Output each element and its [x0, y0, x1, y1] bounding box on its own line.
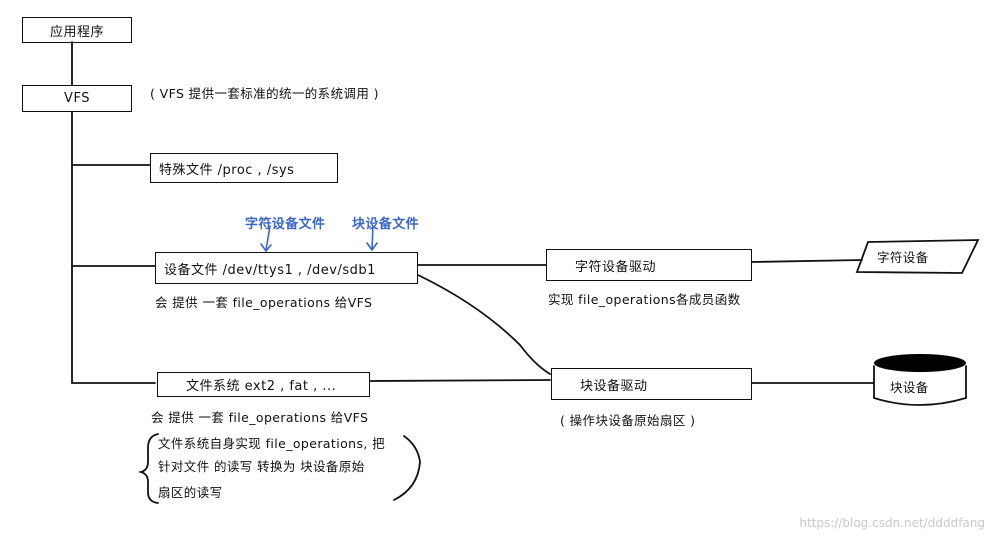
vfs-label: VFS: [64, 91, 90, 106]
special-files-node: 特殊文件 /proc , /sys: [150, 153, 338, 183]
block-device-cylinder-body: [873, 365, 967, 406]
block-file-arrowhead: [366, 242, 378, 252]
block-device-cylinder-top: [874, 354, 966, 372]
char-driver-to-device: [751, 259, 863, 263]
app-label: 应用程序: [49, 24, 104, 40]
char-driver-label: 字符设备驱动: [575, 259, 657, 275]
fs-note-line-3: 扇区的读写: [158, 485, 223, 500]
filesystem-node: 文件系统 ext2 , fat , ...: [157, 372, 370, 397]
fs-note-line-1: 文件系统自身实现 file_operations, 把: [158, 436, 386, 451]
char-file-arrow-line: [265, 225, 271, 251]
fs-note-right-bracket: [393, 435, 421, 501]
watermark-url: https://blog.csdn.net/ddddfang: [799, 516, 985, 530]
block-driver-node: 块设备驱动: [551, 368, 752, 400]
vfs-node: VFS: [22, 85, 132, 112]
char-driver-note: 实现 file_operations各成员函数: [548, 292, 741, 307]
filesystem-provides-note: 会 提供 一套 file_operations 给VFS: [151, 410, 369, 425]
block-device-label: 块设备: [890, 380, 929, 395]
device-files-node: 设备文件 /dev/ttys1 , /dev/sdb1: [155, 252, 418, 284]
char-device-shape: [855, 239, 980, 274]
devfile-to-block-driver: [417, 274, 551, 375]
char-driver-node: 字符设备驱动: [546, 249, 752, 281]
device-files-label: 设备文件 /dev/ttys1 , /dev/sdb1: [164, 262, 376, 278]
block-driver-label: 块设备驱动: [580, 378, 648, 394]
char-device-file-label: 字符设备文件: [245, 217, 326, 232]
fs-note-left-brace: [137, 433, 159, 504]
device-files-provides-note: 会 提供 一套 file_operations 给VFS: [155, 295, 373, 310]
char-file-arrowhead: [260, 243, 272, 253]
block-device-file-label: 块设备文件: [352, 217, 420, 232]
block-file-arrow-line: [371, 225, 374, 250]
app-node: 应用程序: [22, 17, 132, 43]
fs-to-block-driver: [369, 379, 551, 382]
fs-note-line-2: 针对文件 的读写 转换为 块设备原始: [158, 459, 365, 474]
filesystem-label: 文件系统 ext2 , fat , ...: [186, 379, 337, 394]
char-device-label: 字符设备: [877, 250, 929, 265]
special-files-label: 特殊文件 /proc , /sys: [159, 162, 295, 178]
block-driver-note: ( 操作块设备原始扇区 ): [560, 413, 696, 428]
vfs-note: ( VFS 提供一套标准的统一的系统调用 ): [150, 86, 379, 101]
